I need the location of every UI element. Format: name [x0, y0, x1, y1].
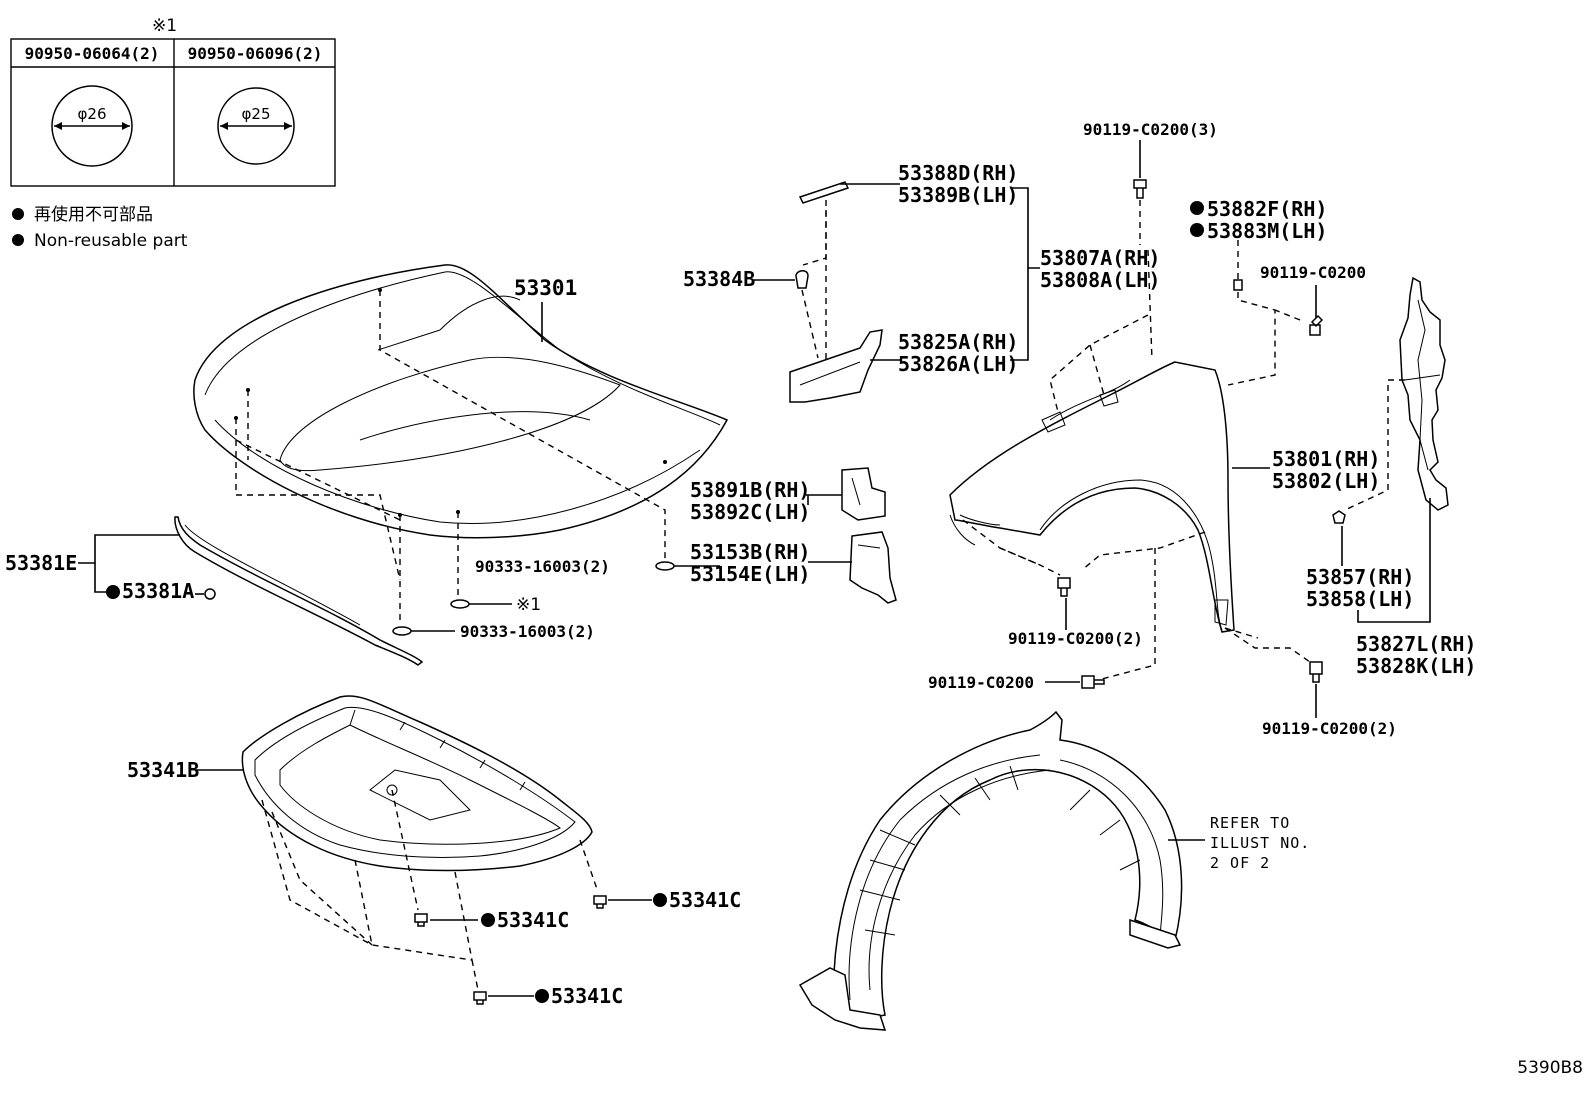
- refer-line3: 2 OF 2: [1210, 854, 1270, 872]
- label-90333-16003-b: 90333-16003(2): [460, 622, 595, 641]
- label-53381A: 53381A: [122, 579, 194, 603]
- label-53384B: 53384B: [683, 267, 755, 291]
- label-53892C: 53892C(LH): [690, 500, 810, 524]
- label-90119-C0200-2a: 90119-C0200(2): [1008, 629, 1143, 648]
- label-53802: 53802(LH): [1272, 469, 1380, 493]
- non-reusable-bullet-icon: [1190, 223, 1204, 237]
- refer-line1: REFER TO: [1210, 814, 1290, 832]
- bracket-parts: [789, 181, 897, 604]
- label-53801: 53801(RH): [1272, 447, 1380, 471]
- legend: 再使用不可部品 Non-reusable part: [12, 204, 188, 251]
- legend-en: Non-reusable part: [34, 231, 188, 251]
- non-reusable-bullet-icon: [481, 913, 495, 927]
- hood-drawing: [193, 264, 729, 539]
- clip-icon: [1332, 510, 1346, 524]
- bolt-icon: [1309, 314, 1324, 336]
- label-53827L: 53827L(RH): [1356, 632, 1476, 656]
- bolt-icon: [1309, 661, 1323, 683]
- table-col1-dia: φ26: [78, 105, 107, 123]
- fender-drawing: [949, 361, 1235, 633]
- hood-insulator-drawing: [241, 695, 593, 872]
- table-col2-dia: φ25: [242, 105, 271, 123]
- bolt-icon: [1133, 179, 1147, 199]
- label-53301: 53301: [514, 276, 577, 300]
- label-53341C-a: 53341C: [497, 908, 569, 932]
- label-53882F: 53882F(RH): [1207, 197, 1327, 221]
- clip-icon: [414, 913, 428, 927]
- clip-icon: [593, 895, 607, 909]
- label-90333-16003-a: 90333-16003(2): [475, 557, 610, 576]
- label-53828K: 53828K(LH): [1356, 654, 1476, 678]
- non-reusable-bullet-icon: [1190, 201, 1204, 215]
- label-53891B: 53891B(RH): [690, 478, 810, 502]
- clip-icon: [204, 588, 216, 600]
- label-53858: 53858(LH): [1306, 587, 1414, 611]
- legend-jp: 再使用不可部品: [34, 204, 153, 225]
- table-col2-part: 90950-06096(2): [188, 44, 323, 63]
- label-53808A: 53808A(LH): [1040, 268, 1160, 292]
- label-mark1: ※1: [516, 595, 541, 615]
- label-53153B: 53153B(RH): [690, 540, 810, 564]
- label-53154E: 53154E(LH): [690, 562, 810, 586]
- table-col1-part: 90950-06064(2): [25, 44, 160, 63]
- non-reusable-bullet-icon: [653, 893, 667, 907]
- bolt-icon: [1081, 675, 1105, 689]
- non-reusable-bullet-icon: [106, 585, 120, 599]
- label-53807A: 53807A(RH): [1040, 246, 1160, 270]
- bolt-icon: [1057, 577, 1071, 597]
- non-reusable-bullet-icon: [535, 989, 549, 1003]
- fender-liner-drawing: [798, 710, 1183, 1031]
- bullet-icon: [12, 208, 24, 220]
- label-90119-C0200-2b: 90119-C0200(2): [1262, 719, 1397, 738]
- label-90119-C0200-top: 90119-C0200: [1260, 263, 1366, 282]
- label-53381E: 53381E: [5, 551, 77, 575]
- label-53341C-b: 53341C: [669, 888, 741, 912]
- label-53341C-c: 53341C: [551, 984, 623, 1008]
- clip-size-table: ※1 90950-06064(2) 90950-06096(2) φ26 φ25: [10, 16, 336, 187]
- label-90119-C0200-mid: 90119-C0200: [928, 673, 1034, 692]
- label-53341B: 53341B: [127, 758, 199, 782]
- fender-seal-bracket: [1399, 276, 1449, 511]
- label-53388D: 53388D(RH): [898, 161, 1018, 185]
- label-90119-C0200-3: 90119-C0200(3): [1083, 120, 1218, 139]
- diagram-code: 5390B8: [1517, 1058, 1583, 1078]
- label-53389B: 53389B(LH): [898, 183, 1018, 207]
- refer-line2: ILLUST NO.: [1210, 834, 1310, 852]
- clip-icon: [473, 991, 487, 1005]
- label-53825A: 53825A(RH): [898, 330, 1018, 354]
- label-53883M: 53883M(LH): [1207, 219, 1327, 243]
- bullet-icon: [12, 234, 24, 246]
- table-mark: ※1: [152, 16, 177, 36]
- label-53857: 53857(RH): [1306, 565, 1414, 589]
- label-53826A: 53826A(LH): [898, 352, 1018, 376]
